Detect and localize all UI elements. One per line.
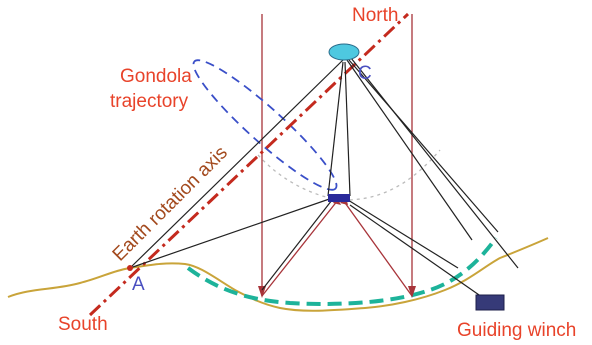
- point-c-label: C: [358, 63, 372, 84]
- ray-arrowhead-left: [258, 286, 266, 298]
- dish-arc: [186, 236, 498, 306]
- ray-arrowhead-right: [408, 286, 416, 298]
- point-a-label: A: [132, 274, 145, 295]
- gondola-label-line1: Gondola: [120, 66, 192, 87]
- reflected-ray-right: [342, 199, 413, 297]
- receiver-cabin: [328, 194, 350, 202]
- earth-rotation-axis: [88, 12, 410, 317]
- reflected-ray-left: [261, 199, 339, 297]
- cables: [129, 57, 519, 298]
- guiding-winch: [475, 294, 505, 311]
- south-label: South: [58, 314, 108, 335]
- point-a-marker: [127, 265, 133, 271]
- north-label: North: [352, 5, 398, 26]
- terrain-line: [7, 237, 549, 312]
- gondola-trajectory-ellipse: [192, 59, 338, 191]
- gondola-label-line2: trajectory: [110, 91, 189, 112]
- focal-ellipse: [328, 43, 360, 61]
- earth-axis-label: Earth rotation axis: [109, 142, 232, 265]
- guiding-winch-label: Guiding winch: [457, 320, 576, 341]
